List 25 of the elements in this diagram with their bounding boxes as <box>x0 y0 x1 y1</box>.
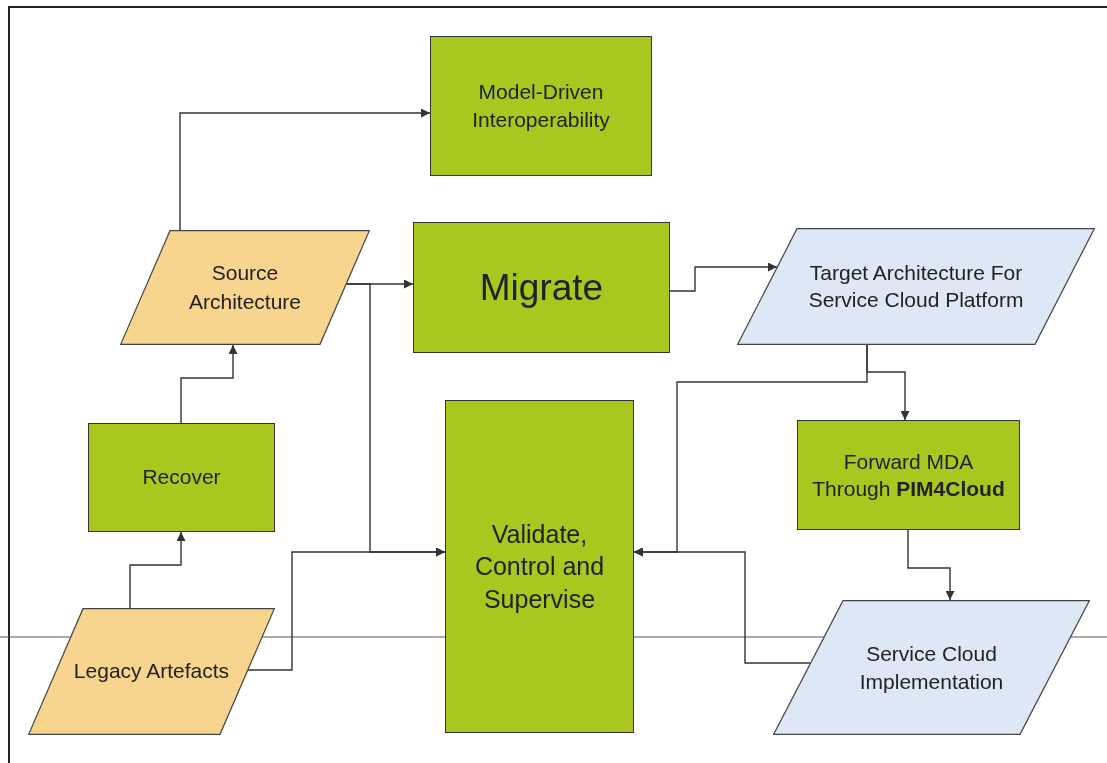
node-label: Source Architecture <box>187 260 302 315</box>
process-box <box>445 400 634 733</box>
process-box <box>797 420 1020 530</box>
arrow <box>633 547 812 664</box>
data-parallelogram <box>28 608 275 735</box>
process-box <box>88 423 275 532</box>
process-box <box>413 222 670 353</box>
node-label: Model-Driven Interoperability <box>471 78 611 133</box>
node-label: Validate, Control and Supervise <box>473 518 606 615</box>
data-parallelogram <box>773 600 1090 735</box>
node-label: Service Cloud Implementation <box>858 641 1005 695</box>
data-parallelogram <box>120 230 370 345</box>
arrow <box>179 108 431 231</box>
arrow <box>669 262 778 292</box>
process-box <box>430 36 652 176</box>
node-label: Legacy Artefacts <box>73 658 230 685</box>
arrow <box>180 344 238 424</box>
node-label: Forward MDA Through PIM4Cloud <box>811 448 1006 502</box>
arrow <box>247 547 446 671</box>
node-label: Migrate <box>479 265 604 310</box>
arrow <box>129 531 186 609</box>
node-label: Target Architecture For Service Cloud Platform <box>807 260 1025 313</box>
data-parallelogram <box>737 228 1095 345</box>
arrow <box>907 529 955 601</box>
node-label: Recover <box>142 464 221 491</box>
